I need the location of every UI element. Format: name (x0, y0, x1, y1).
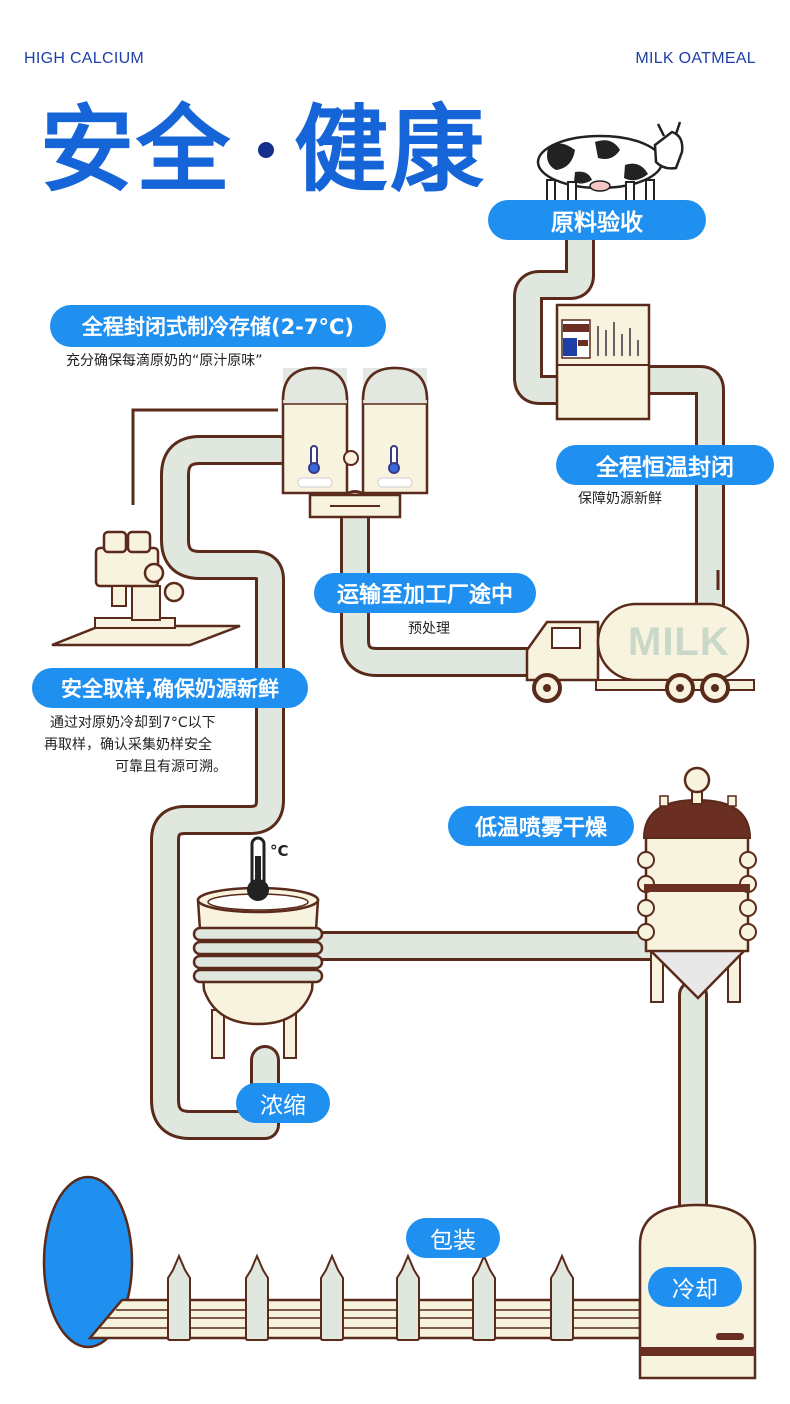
step-acceptance-label: 原料验收 (488, 200, 706, 240)
microscope-illustration (51, 530, 241, 647)
step-constant-temp-note: 保障奶源新鲜 (578, 491, 662, 507)
control-cabinet (555, 303, 651, 421)
step-packaging-label: 包装 (406, 1218, 500, 1258)
step-concentrate-label: 浓缩 (236, 1083, 330, 1123)
step-sampling-label: 安全取样,确保奶源新鲜 (32, 668, 308, 708)
spray-dryer (637, 766, 757, 1003)
step-sampling-note-line2: 再取样，确认采集奶样安全 (44, 737, 212, 753)
concentrator-vessel (192, 836, 324, 1059)
step-storage-note: 充分确保每滴原奶的“原汁原味” (66, 353, 263, 369)
title-dot (258, 142, 275, 159)
header-right: MILK OATMEAL (635, 50, 756, 67)
step-transport-note: 预处理 (408, 621, 450, 637)
cow-illustration (536, 121, 684, 205)
step-constant-temp-label: 全程恒温封闭 (556, 445, 774, 485)
header-left: HIGH CALCIUM (24, 50, 145, 67)
step-drying-label: 低温喷雾干燥 (448, 806, 634, 846)
page-title: 安全健康 (40, 104, 486, 198)
step-sampling-note-line1: 通过对原奶冷却到7°C以下 (50, 715, 216, 731)
title-part-2: 健康 (294, 96, 487, 205)
thermometer-unit: °C (270, 842, 289, 860)
step-sampling-note-line3: 可靠且有源可溯。 (115, 759, 227, 775)
packaging-line (42, 1175, 642, 1349)
truck-milk-text: MILK (628, 620, 730, 664)
step-storage-label: 全程封闭式制冷存储(2-7°C) (50, 305, 386, 347)
milk-truck (525, 602, 755, 703)
storage-tanks (281, 366, 429, 519)
pipe-network (131, 225, 725, 1220)
step-cooling-label: 冷却 (648, 1267, 742, 1307)
title-part-1: 安全 (40, 96, 233, 205)
step-transport-label: 运输至加工厂途中 (314, 573, 536, 613)
